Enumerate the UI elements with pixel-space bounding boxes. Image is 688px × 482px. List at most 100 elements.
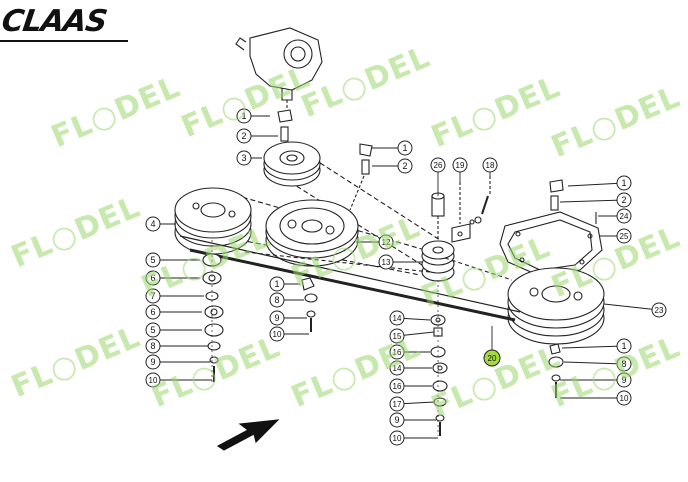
- callout-leader: [561, 345, 625, 349]
- bolt-18: [469, 176, 491, 225]
- callout-1: 1: [236, 108, 252, 124]
- callout-10: 10: [145, 372, 161, 388]
- belt-20: [179, 235, 521, 322]
- callout-25: 25: [616, 228, 632, 244]
- callout-number: 25: [620, 232, 629, 241]
- callout-circle: [145, 252, 161, 268]
- callout-number: 1: [621, 178, 626, 188]
- callout-leader: [559, 199, 625, 203]
- callout-number: 23: [655, 306, 664, 315]
- callout-circle: [389, 378, 405, 394]
- callout-10: 10: [269, 326, 285, 342]
- callout-circle: [389, 412, 405, 428]
- callout-18: 18: [482, 157, 498, 173]
- callout-8: 8: [269, 292, 285, 308]
- callout-number: 8: [150, 341, 155, 351]
- callout-6: 6: [145, 304, 161, 320]
- callout-circle: [389, 430, 405, 446]
- callout-circle: [145, 322, 161, 338]
- callout-circle: [145, 270, 161, 286]
- callout-23: 23: [651, 302, 667, 318]
- pulley-13: [421, 240, 455, 282]
- callout-number: 5: [150, 325, 155, 335]
- callout-14: 14: [389, 360, 405, 376]
- claas-logo: CLAAS: [0, 4, 136, 44]
- callout-number: 6: [150, 273, 155, 283]
- callout-number: 19: [456, 161, 465, 170]
- callout-9: 9: [616, 372, 632, 388]
- callout-circle: [145, 304, 161, 320]
- callout-number: 12: [382, 238, 391, 247]
- callout-14: 14: [389, 310, 405, 326]
- callout-number: 3: [241, 153, 246, 163]
- callout-number: 14: [393, 364, 402, 373]
- callout-number: 1: [241, 111, 246, 121]
- pulley-23: [507, 267, 605, 345]
- callout-circle: [616, 372, 632, 388]
- callout-circle: [269, 292, 285, 308]
- callout-9: 9: [389, 412, 405, 428]
- callout-2: 2: [397, 158, 413, 174]
- callout-16: 16: [389, 378, 405, 394]
- right-parts-stack: [548, 343, 564, 398]
- callout-number: 14: [393, 314, 402, 323]
- callout-circle: [389, 344, 405, 360]
- callout-13: 13: [378, 254, 394, 270]
- callout-circle: [145, 338, 161, 354]
- callout-circle: [430, 157, 446, 173]
- callout-4: 4: [145, 216, 161, 232]
- callout-number: 20: [488, 354, 497, 363]
- callout-circle: [482, 157, 498, 173]
- callout-circle: [616, 338, 632, 354]
- callout-number: 1: [621, 341, 626, 351]
- callout-number: 9: [274, 313, 279, 323]
- callout-number: 8: [274, 295, 279, 305]
- callout-7: 7: [145, 288, 161, 304]
- callout-circle: [616, 356, 632, 372]
- callout-number: 16: [393, 348, 402, 357]
- bracket-19: [451, 182, 471, 243]
- callout-1: 1: [616, 175, 632, 191]
- callout-circle: [236, 128, 252, 144]
- callout-number: 13: [382, 258, 391, 267]
- callout-12: 12: [378, 234, 394, 250]
- callout-circle: [145, 354, 161, 370]
- callout-circle: [616, 192, 632, 208]
- callout-number: 2: [621, 195, 626, 205]
- callout-10: 10: [616, 390, 632, 406]
- callout-6: 6: [145, 270, 161, 286]
- callout-circle: [145, 216, 161, 232]
- callout-19: 19: [452, 157, 468, 173]
- callout-number: 10: [393, 434, 402, 443]
- callout-circle: [616, 390, 632, 406]
- callout-number: 4: [150, 219, 155, 229]
- callout-15: 15: [389, 328, 405, 344]
- callout-circle: [389, 328, 405, 344]
- callout-26: 26: [430, 157, 446, 173]
- callout-number: 5: [150, 255, 155, 265]
- callout-1: 1: [397, 140, 413, 156]
- callout-number: 17: [393, 400, 402, 409]
- callout-circle: [269, 276, 285, 292]
- callout-number: 16: [393, 382, 402, 391]
- callout-16: 16: [389, 344, 405, 360]
- callout-8: 8: [145, 338, 161, 354]
- callout-circle: [483, 349, 501, 367]
- callout-circle: [145, 372, 161, 388]
- callout-number: 6: [150, 307, 155, 317]
- callout-circle: [616, 228, 632, 244]
- top-fasteners: [277, 109, 597, 224]
- shaft-26: [431, 192, 445, 240]
- callout-10: 10: [389, 430, 405, 446]
- callout-number: 1: [274, 279, 279, 289]
- callout-24: 24: [616, 208, 632, 224]
- callout-circle: [269, 310, 285, 326]
- callout-circle: [616, 175, 632, 191]
- motor-housing: [235, 27, 323, 110]
- callout-number: 2: [402, 161, 407, 171]
- callout-number: 10: [620, 394, 629, 403]
- callout-number: 8: [621, 359, 626, 369]
- callout-circle: [236, 150, 252, 166]
